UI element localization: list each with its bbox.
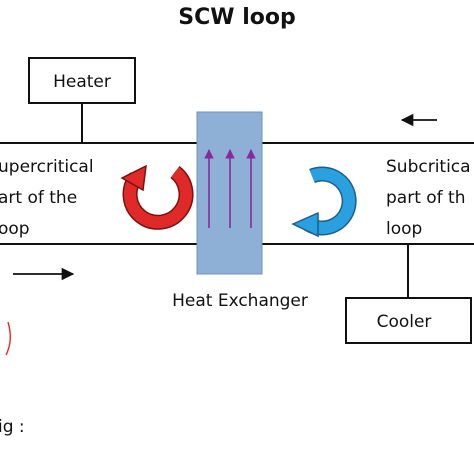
right-text-line-2: part of th — [386, 188, 466, 208]
right-text-line-1: Subcritica — [386, 157, 471, 177]
left-text-line-1: upercritical — [0, 157, 94, 177]
left-text-line-2: art of the — [0, 188, 77, 208]
caption-fragment: ig : — [0, 417, 25, 437]
diagram-title: SCW loop — [178, 5, 295, 30]
cooler-box — [345, 297, 472, 344]
right-text-line-3: loop — [386, 219, 422, 239]
heat-exchanger-label: Heat Exchanger — [172, 291, 308, 311]
heater-box — [28, 57, 136, 104]
heater-label: Heater — [53, 72, 111, 92]
blue-circular-arrow — [291, 166, 357, 238]
red-circular-arrow — [120, 164, 194, 230]
cooler-label: Cooler — [377, 312, 432, 332]
red-mark — [5, 321, 12, 356]
left-text-line-3: oop — [0, 219, 30, 239]
